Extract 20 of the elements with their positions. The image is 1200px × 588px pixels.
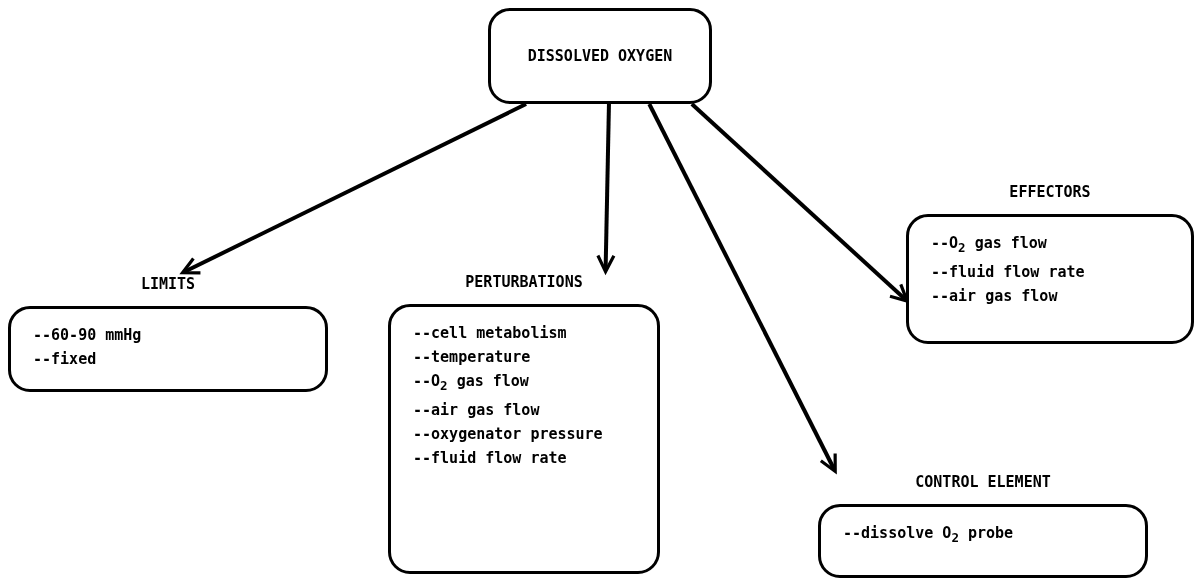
- arrow: [180, 102, 527, 275]
- list-item: --fluid flow rate: [931, 262, 1085, 283]
- list-item: --fixed: [33, 349, 97, 370]
- list-item: --air gas flow: [931, 286, 1058, 307]
- list-item: --O$_{2}$ gas flow: [931, 233, 1047, 257]
- node-heading: LIMITS: [140, 274, 196, 295]
- list-item: --fluid flow rate: [413, 448, 567, 469]
- list-item: --cell metabolism: [413, 323, 567, 344]
- arrow: [596, 103, 616, 274]
- list-item: --temperature: [413, 347, 531, 368]
- list-item: --air gas flow: [413, 400, 540, 421]
- arrow: [647, 103, 837, 474]
- node-heading: PERTURBATIONS: [465, 272, 583, 293]
- list-item: --60-90 mmHg: [33, 325, 142, 346]
- list-item: --dissolve O$_{2}$ probe: [843, 523, 1014, 547]
- list-item: --oxygenator pressure: [413, 424, 603, 445]
- node-title: DISSOLVED OXYGEN: [527, 47, 673, 65]
- list-item: --O$_{2}$ gas flow: [413, 371, 529, 395]
- node-heading: CONTROL ELEMENT: [915, 472, 1051, 493]
- node-heading: EFFECTORS: [1009, 182, 1091, 203]
